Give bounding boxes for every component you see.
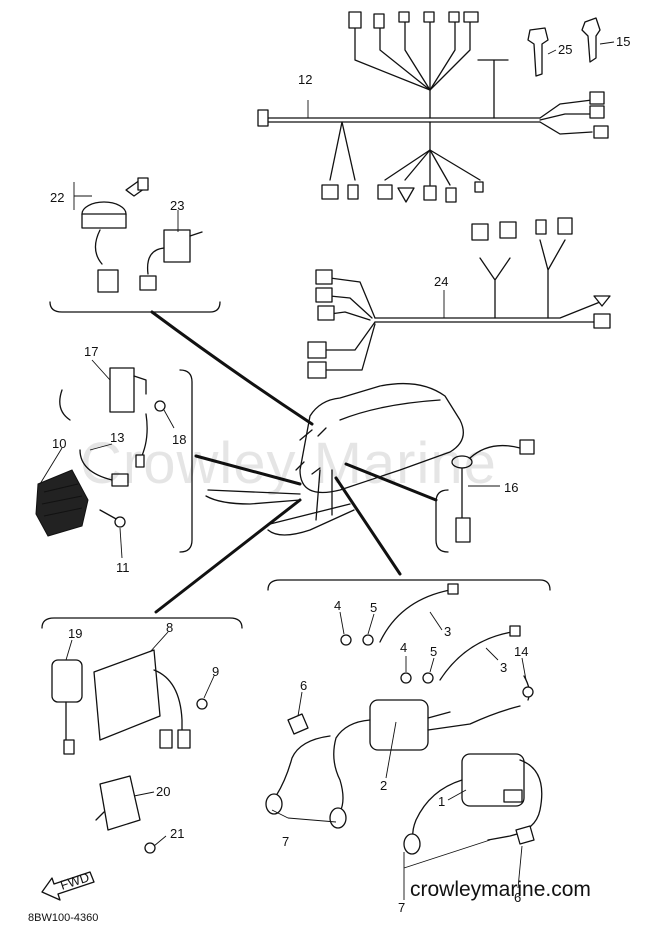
washer-5-upper[interactable] <box>362 634 374 646</box>
callout-4-lower: 4 <box>400 640 407 655</box>
site-url: crowleymarine.com <box>410 878 591 901</box>
ignition-coil-1[interactable] <box>403 753 543 855</box>
callout-6-lower: 6 <box>514 890 521 905</box>
callout-9: 9 <box>212 664 219 679</box>
callout-21: 21 <box>170 826 184 841</box>
callout-23: 23 <box>170 198 184 213</box>
callout-2: 2 <box>380 778 387 793</box>
callout-10: 10 <box>52 436 66 451</box>
key-15[interactable] <box>581 17 601 63</box>
callout-15: 15 <box>616 34 630 49</box>
sub-wire-harness[interactable] <box>307 217 611 379</box>
callout-24: 24 <box>434 274 448 289</box>
holder-6-upper[interactable] <box>287 713 309 735</box>
callout-5-upper: 5 <box>370 600 377 615</box>
capacitor-19[interactable] <box>51 659 83 755</box>
drawing-code: 8BW100-4360 <box>28 912 99 924</box>
callout-8: 8 <box>166 620 173 635</box>
lead-wires[interactable] <box>59 389 148 468</box>
callout-6-upper: 6 <box>300 678 307 693</box>
callout-1: 1 <box>438 794 445 809</box>
callout-4-upper: 4 <box>334 598 341 613</box>
ignition-coil-2[interactable] <box>265 699 521 829</box>
bracket-20[interactable] <box>95 775 141 831</box>
clamp-14[interactable] <box>522 675 534 701</box>
sensor-16[interactable] <box>451 439 535 543</box>
callout-19: 19 <box>68 626 82 641</box>
callout-17: 17 <box>84 344 98 359</box>
callout-11: 11 <box>116 560 130 575</box>
key-25[interactable] <box>527 27 549 77</box>
callout-3-lower: 3 <box>500 660 507 675</box>
callout-22: 22 <box>50 190 64 205</box>
screw-21[interactable] <box>144 842 156 854</box>
cdi-unit-8[interactable] <box>93 649 191 749</box>
lead-3-upper[interactable] <box>379 583 459 643</box>
washer-5-lower[interactable] <box>422 672 434 684</box>
callout-7-bottom: 7 <box>398 900 405 915</box>
switch-23[interactable] <box>139 229 203 291</box>
callout-18: 18 <box>172 432 186 447</box>
bolt-4-upper[interactable] <box>340 634 352 646</box>
bolt-9[interactable] <box>196 698 208 710</box>
bolt-18[interactable] <box>154 400 166 412</box>
callout-5-lower: 5 <box>430 644 437 659</box>
callout-16: 16 <box>504 480 518 495</box>
snowmobile-body <box>205 382 464 536</box>
fwd-arrow-icon: FWD <box>41 869 95 901</box>
relay-17[interactable] <box>109 367 147 413</box>
callout-7-left: 7 <box>282 834 289 849</box>
callout-12: 12 <box>298 72 312 87</box>
bolt-4-lower[interactable] <box>400 672 412 684</box>
main-wire-harness[interactable] <box>257 11 609 203</box>
main-switch-22[interactable] <box>81 177 149 293</box>
watermark: Crowley Marine <box>80 431 497 496</box>
lead-3-lower[interactable] <box>439 625 521 681</box>
rectifier-regulator-10[interactable] <box>35 469 89 537</box>
lead-13[interactable] <box>79 449 129 487</box>
callout-14: 14 <box>514 644 528 659</box>
leader-lines <box>39 41 615 900</box>
bolt-11[interactable] <box>99 509 126 528</box>
callout-3-upper: 3 <box>444 624 451 639</box>
callout-25: 25 <box>558 42 572 57</box>
callout-13: 13 <box>110 430 124 445</box>
fwd-label: FWD <box>58 869 91 892</box>
holder-6-lower[interactable] <box>515 825 535 845</box>
callout-20: 20 <box>156 784 170 799</box>
